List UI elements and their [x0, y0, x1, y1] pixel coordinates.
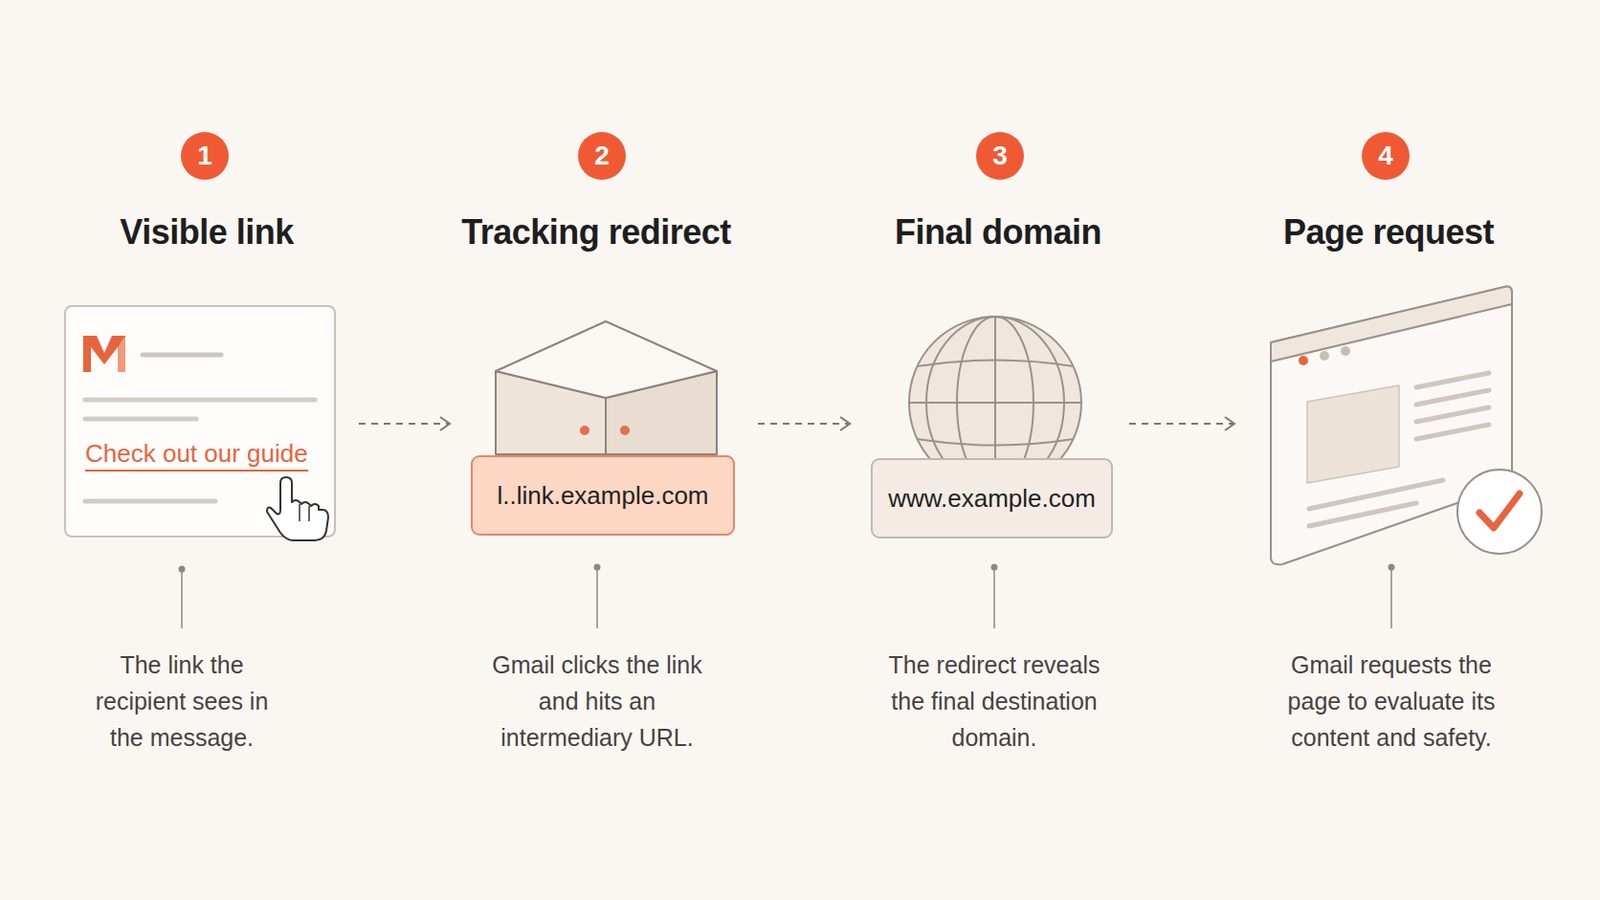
- domain-group: www.example.com: [870, 315, 1113, 539]
- step-number: 3: [976, 132, 1024, 180]
- step-title: Tracking redirect: [461, 212, 732, 253]
- flow-arrow: [358, 417, 450, 431]
- flow-arrow: [757, 417, 850, 431]
- step-number: 4: [1361, 132, 1410, 180]
- step-description: Gmail clicks the link and hits an interm…: [477, 646, 717, 756]
- domain-text: www.example.com: [888, 484, 1096, 514]
- step-title: Page request: [1283, 212, 1494, 253]
- step-description: The link the recipient sees in the messa…: [79, 646, 286, 756]
- callout-number: 3: [992, 140, 1008, 172]
- step-title: Final domain: [894, 212, 1102, 253]
- domain-text: l..link.example.com: [496, 481, 709, 512]
- email-card: Check out our guide: [64, 305, 336, 538]
- flow-arrow: [1129, 417, 1235, 431]
- server-icon: [495, 321, 717, 455]
- leader-line: [178, 564, 1396, 630]
- callout-number: 2: [594, 140, 610, 172]
- link-text: Check out our guide: [85, 439, 309, 472]
- domain-group: l..link.example.com: [470, 315, 735, 536]
- domain-pill: www.example.com: [870, 458, 1113, 539]
- browser-icon: [1270, 287, 1542, 566]
- step-title: Visible link: [119, 212, 293, 253]
- step-description: The redirect reveals the final destinati…: [872, 646, 1117, 756]
- step-number: 2: [577, 132, 626, 180]
- step-description: Gmail requests the page to evaluate its …: [1266, 646, 1516, 756]
- callout-number: 1: [197, 140, 213, 172]
- card-art: [64, 305, 336, 538]
- step-number: 1: [180, 132, 229, 180]
- domain-pill: l..link.example.com: [470, 455, 735, 536]
- callout-number: 4: [1377, 140, 1394, 172]
